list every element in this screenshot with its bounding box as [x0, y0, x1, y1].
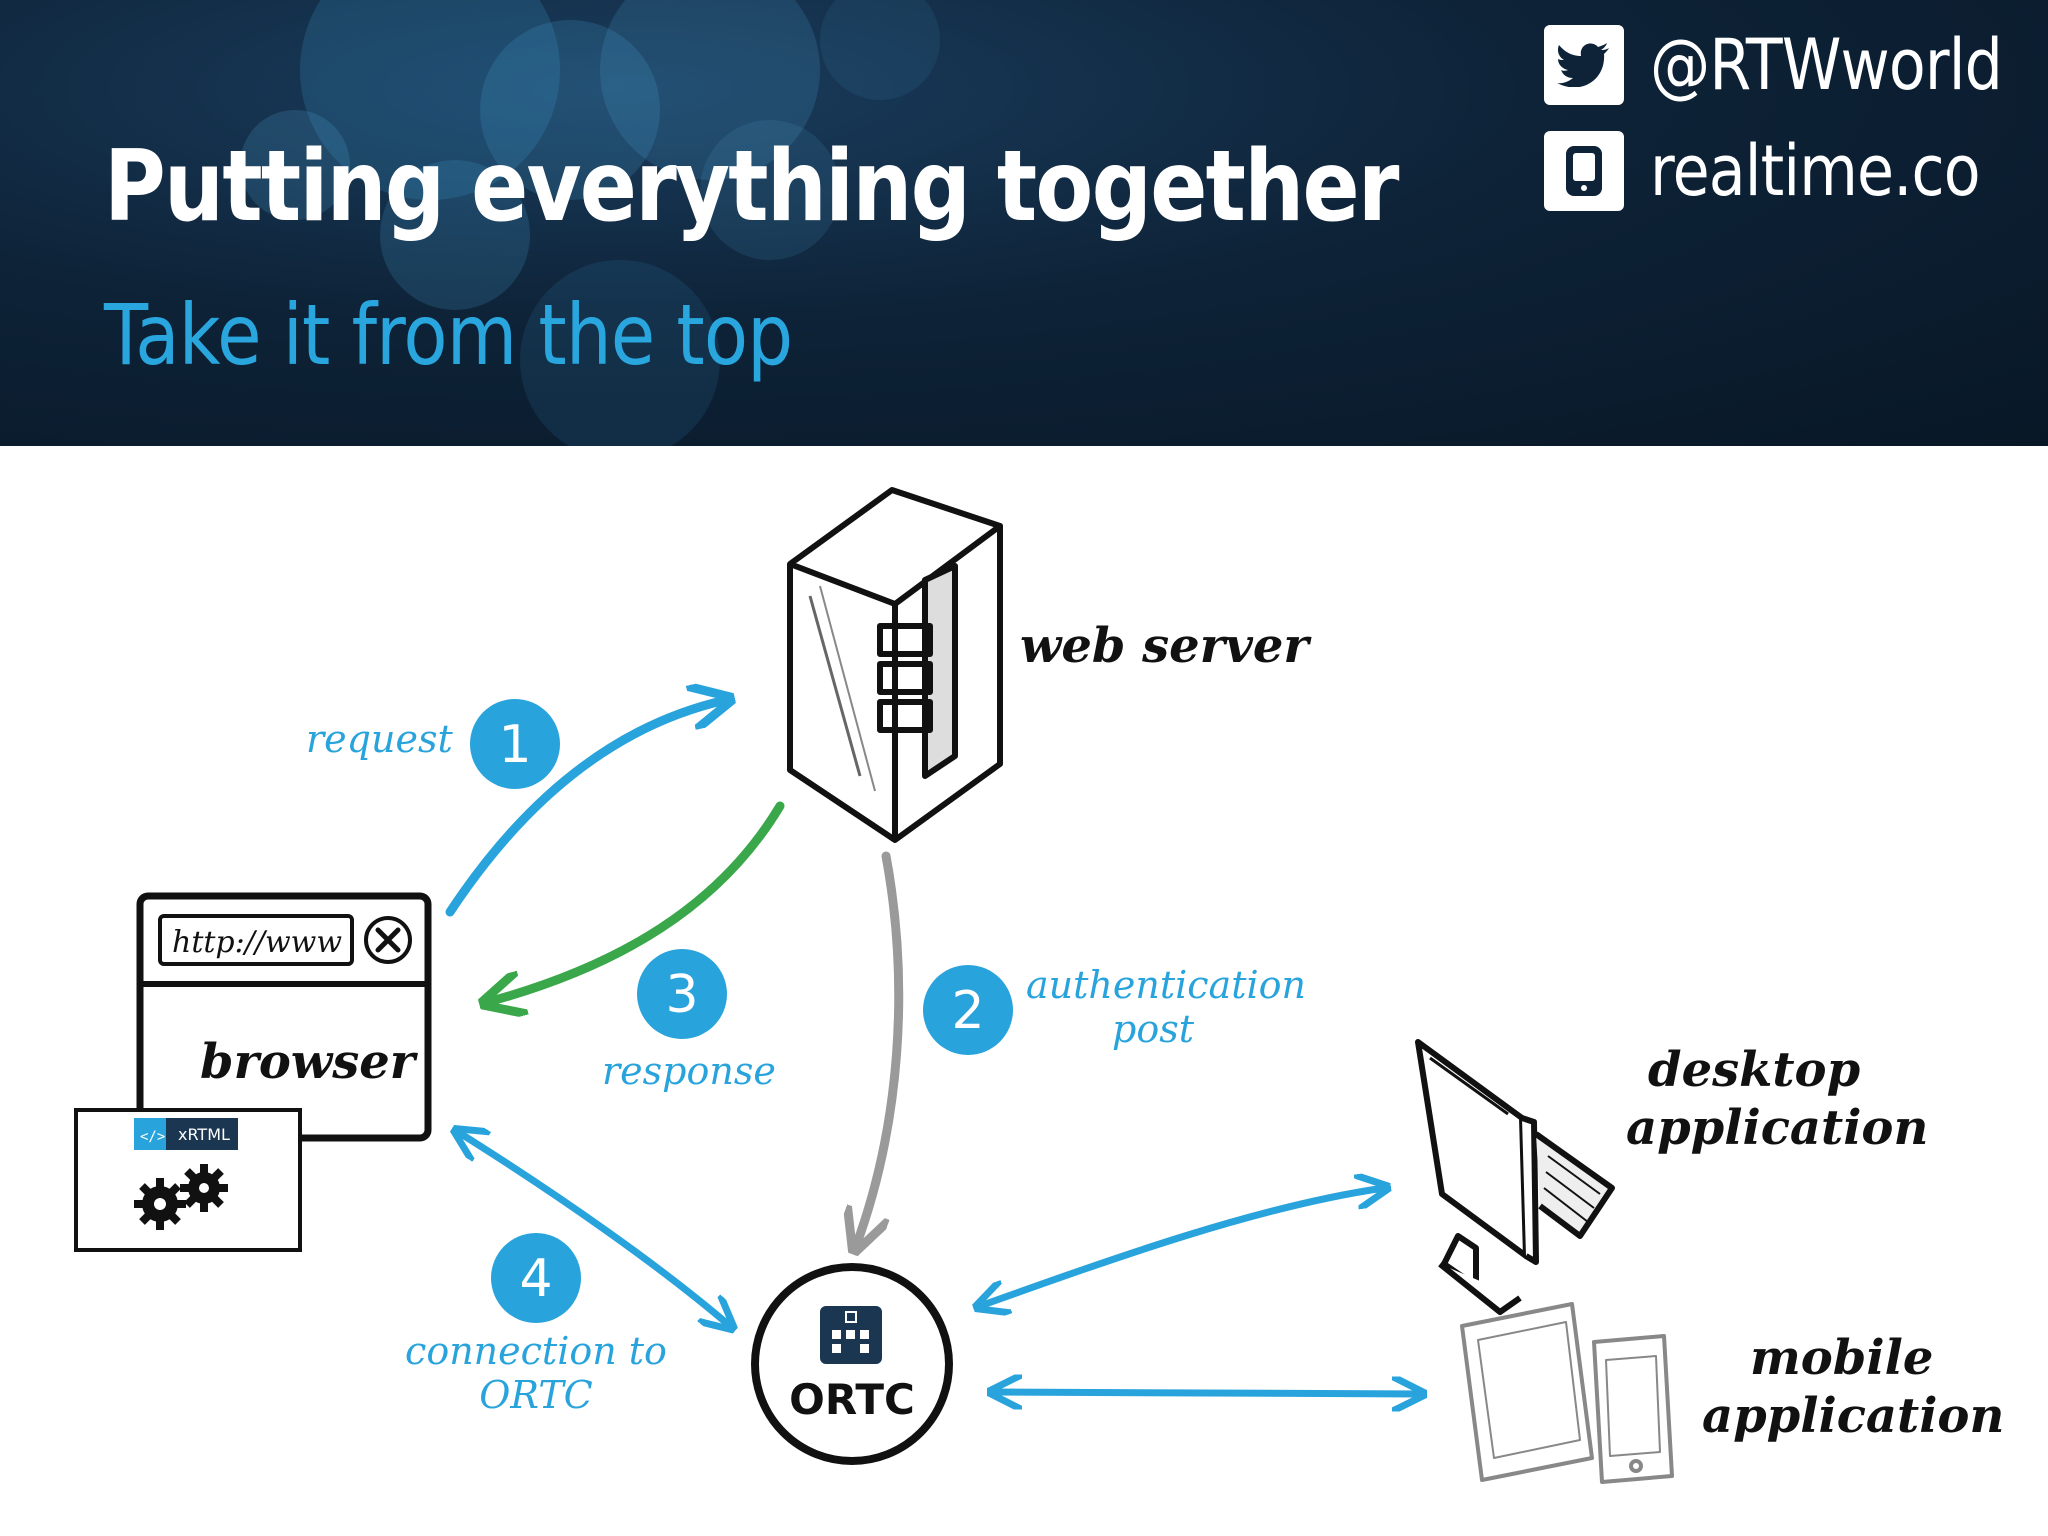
- web-server-icon: [787, 487, 1003, 843]
- website-contact: realtime.co: [1544, 130, 2033, 212]
- ortc-hub: ORTC: [751, 1263, 953, 1465]
- slide-title: Putting everything together: [104, 130, 1399, 244]
- desktop-label-line1: desktop: [1648, 1042, 1860, 1098]
- twitter-icon: [1544, 25, 1624, 105]
- slide-header: Putting everything together Take it from…: [0, 0, 2048, 446]
- tablet-icon: [1544, 131, 1624, 211]
- step-2-badge: 2: [923, 965, 1013, 1055]
- architecture-diagram: web server http://www browser </> xRTML: [74, 487, 2004, 1484]
- step-4-badge: 4: [491, 1233, 581, 1323]
- svg-text:4: 4: [519, 1249, 552, 1309]
- request-arrow: [445, 700, 726, 917]
- step-4-label-line1: connection to: [405, 1329, 667, 1373]
- step-3-label: response: [602, 1049, 776, 1093]
- desktop-icon: [1415, 1039, 1615, 1315]
- step-1-badge: 1: [470, 699, 560, 789]
- desktop-link-arrow: [980, 1188, 1384, 1306]
- slide-subtitle: Take it from the top: [104, 286, 793, 384]
- svg-text:3: 3: [665, 965, 698, 1025]
- desktop-label-line2: application: [1626, 1100, 1928, 1156]
- auth-post-arrow: [856, 851, 904, 1246]
- step-2-label-line1: authentication: [1026, 963, 1306, 1007]
- browser-window: http://www: [136, 892, 432, 1142]
- xrtml-badge: xRTML: [178, 1125, 230, 1144]
- mobile-link-arrow: [994, 1392, 1420, 1394]
- url-bar-text: http://www: [172, 925, 342, 960]
- step-2-label-line2: post: [1112, 1007, 1195, 1051]
- mobile-devices-icon: [1460, 1302, 1674, 1484]
- mobile-label-line1: mobile: [1750, 1330, 1933, 1386]
- connection-arrow: [458, 1132, 730, 1326]
- svg-text:</>: </>: [140, 1129, 165, 1145]
- browser-label: browser: [200, 1034, 419, 1090]
- step-4-label-line2: ORTC: [479, 1373, 593, 1417]
- step-3-badge: 3: [637, 949, 727, 1039]
- gears-icon: [134, 1164, 228, 1230]
- close-icon: [364, 916, 412, 964]
- web-server-label: web server: [1020, 618, 1312, 674]
- twitter-contact: @RTWworld: [1544, 24, 2048, 106]
- mobile-label-line2: application: [1702, 1388, 2004, 1444]
- svg-text:1: 1: [498, 715, 531, 775]
- svg-text:2: 2: [951, 981, 984, 1041]
- xrtml-panel: </> xRTML: [74, 1108, 302, 1252]
- twitter-handle: @RTWworld: [1650, 24, 2003, 106]
- response-arrow: [488, 801, 785, 1002]
- website-url: realtime.co: [1650, 130, 1981, 212]
- step-1-label: request: [306, 717, 453, 761]
- ortc-label: ORTC: [789, 1375, 915, 1424]
